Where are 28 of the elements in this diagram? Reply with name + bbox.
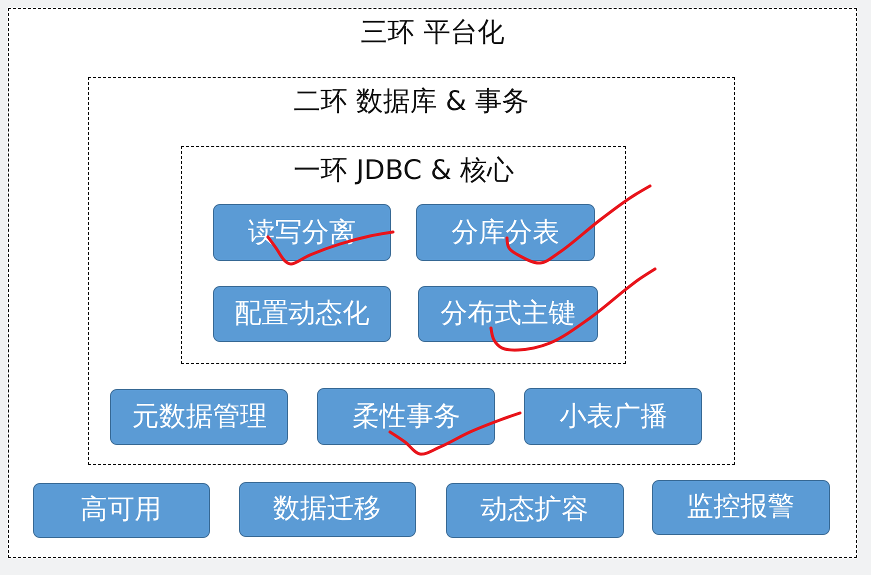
feature-label: 元数据管理 — [132, 401, 267, 434]
feature-box — [110, 389, 288, 446]
feature-label: 小表广播 — [559, 400, 668, 433]
feature-box — [238, 482, 416, 537]
feature-label: 分布式主键 — [440, 298, 576, 330]
ring-title: 三环 平台化 — [360, 18, 504, 48]
feature-box — [524, 388, 702, 446]
feature-label: 高可用 — [80, 494, 162, 526]
ring-title: 一环 JDBC & 核心 — [294, 156, 514, 186]
dashed-ring-container — [181, 146, 626, 364]
dashed-ring-container — [88, 76, 735, 465]
feature-box — [416, 204, 596, 262]
feature-box — [32, 482, 210, 538]
dashed-ring-container — [8, 8, 857, 558]
feature-box — [418, 286, 598, 342]
feature-box — [446, 482, 624, 538]
feature-label: 柔性事务 — [352, 400, 460, 433]
feature-box — [213, 286, 392, 342]
feature-label: 读写分离 — [248, 216, 356, 249]
feature-label: 分库分表 — [452, 216, 560, 249]
feature-box — [213, 204, 392, 262]
feature-box — [317, 388, 496, 446]
feature-label: 数据迁移 — [273, 493, 382, 526]
feature-label: 监控报警 — [686, 491, 795, 524]
feature-label: 动态扩容 — [480, 494, 589, 526]
feature-box — [652, 480, 830, 535]
ring-title: 二环 数据库 & 事务 — [293, 86, 530, 117]
feature-label: 配置动态化 — [234, 298, 370, 330]
